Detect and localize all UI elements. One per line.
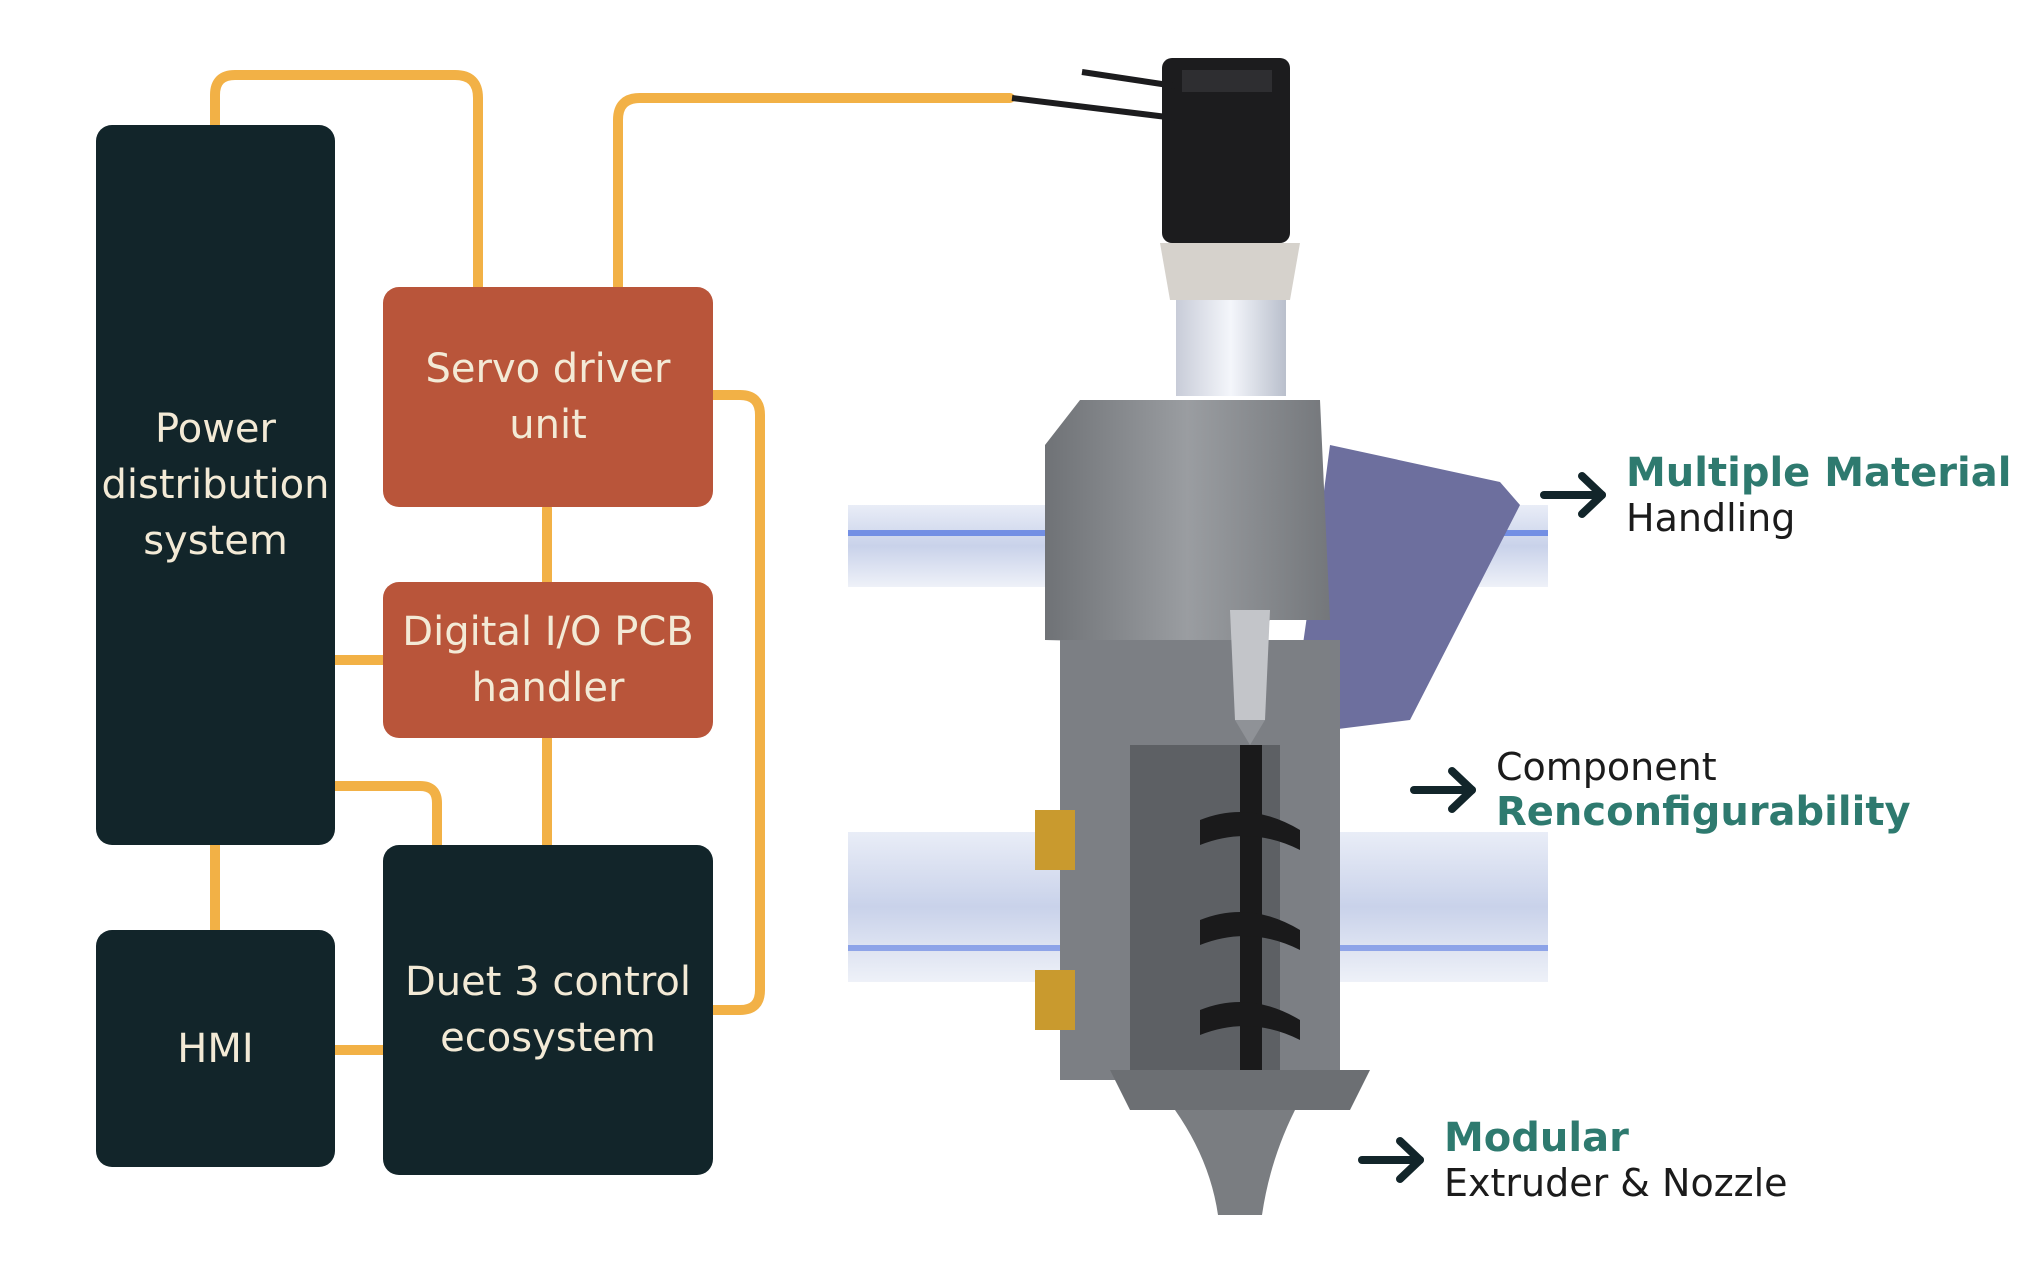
material-hopper — [1290, 445, 1520, 735]
arrow-right-icon — [1410, 767, 1476, 813]
callout-reconfig-accent: Renconfigurability — [1496, 789, 1911, 835]
wire-power-to-servo — [210, 70, 483, 295]
hmi-block: HMI — [96, 930, 335, 1167]
digital-io-block: Digital I/O PCB handler — [383, 582, 713, 738]
servo-driver-block: Servo driver unit — [383, 287, 713, 507]
servo-driver-label: Servo driver unit — [425, 346, 671, 448]
nozzle — [1110, 1070, 1370, 1215]
power-distribution-label: Power distribution system — [101, 406, 330, 564]
duet-control-block: Duet 3 control ecosystem — [383, 845, 713, 1175]
callout-material-accent: Multiple Material — [1626, 450, 2012, 496]
hmi-label: HMI — [177, 1025, 254, 1072]
wire-power-to-duet — [330, 781, 442, 850]
digital-io-label: Digital I/O PCB handler — [402, 609, 694, 711]
duet-control-label: Duet 3 control ecosystem — [405, 959, 691, 1061]
callout-modular-accent: Modular — [1444, 1115, 1629, 1161]
extruder-housing — [1035, 400, 1340, 1080]
callout-reconfig-plain: Component — [1496, 745, 1717, 789]
power-distribution-block: Power distribution system — [96, 125, 335, 845]
arrow-right-icon — [1358, 1137, 1424, 1183]
wire-servo-to-duet — [708, 390, 765, 1015]
arrow-right-icon — [1540, 472, 1606, 518]
servo-motor — [1011, 58, 1300, 396]
wire-servo-to-motor — [613, 93, 1015, 295]
callout-material-plain: Handling — [1626, 496, 1796, 540]
callout-modular-plain: Extruder & Nozzle — [1444, 1161, 1788, 1205]
